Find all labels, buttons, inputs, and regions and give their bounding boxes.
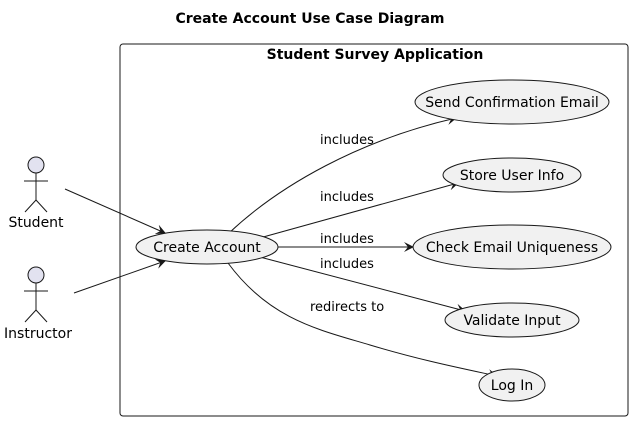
edge-create-validate	[255, 255, 466, 314]
actor-instructor[interactable]: Instructor	[4, 266, 72, 342]
edge-label-store: includes	[320, 190, 374, 205]
edge-student-create	[64, 188, 166, 234]
actor-label: Student	[8, 215, 64, 231]
usecase-validate-input[interactable]: Validate Input	[444, 302, 580, 338]
usecase-label: Store User Info	[460, 168, 564, 184]
actor-label: Instructor	[4, 326, 72, 342]
usecase-label: Create Account	[153, 240, 261, 256]
actor-head-icon	[27, 266, 45, 284]
usecase-send-confirmation-email[interactable]: Send Confirmation Email	[414, 79, 610, 125]
edge-label-email: includes	[320, 133, 374, 148]
edge-create-store	[255, 180, 459, 240]
edge-label-unique: includes	[320, 232, 374, 247]
actor-student[interactable]: Student	[8, 156, 64, 231]
usecase-label: Log In	[491, 378, 533, 394]
edge-create-email	[228, 115, 457, 234]
actor-head-icon	[27, 156, 45, 174]
relations	[64, 115, 498, 379]
edge-instructor-create	[73, 259, 166, 294]
usecase-label: Send Confirmation Email	[425, 95, 599, 111]
edge-create-login	[227, 262, 498, 379]
edge-label-login: redirects to	[310, 300, 384, 315]
usecase-store-user-info[interactable]: Store User Info	[442, 157, 582, 193]
usecase-create-account[interactable]: Create Account	[135, 229, 279, 265]
usecase-check-email-uniqueness[interactable]: Check Email Uniqueness	[412, 224, 612, 270]
edge-label-validate: includes	[320, 257, 374, 272]
system-boundary-title: Student Survey Application	[267, 47, 484, 63]
usecase-label: Check Email Uniqueness	[426, 240, 598, 256]
usecase-label: Validate Input	[463, 313, 561, 329]
usecase-log-in[interactable]: Log In	[478, 368, 546, 402]
diagram-title: Create Account Use Case Diagram	[175, 11, 444, 27]
